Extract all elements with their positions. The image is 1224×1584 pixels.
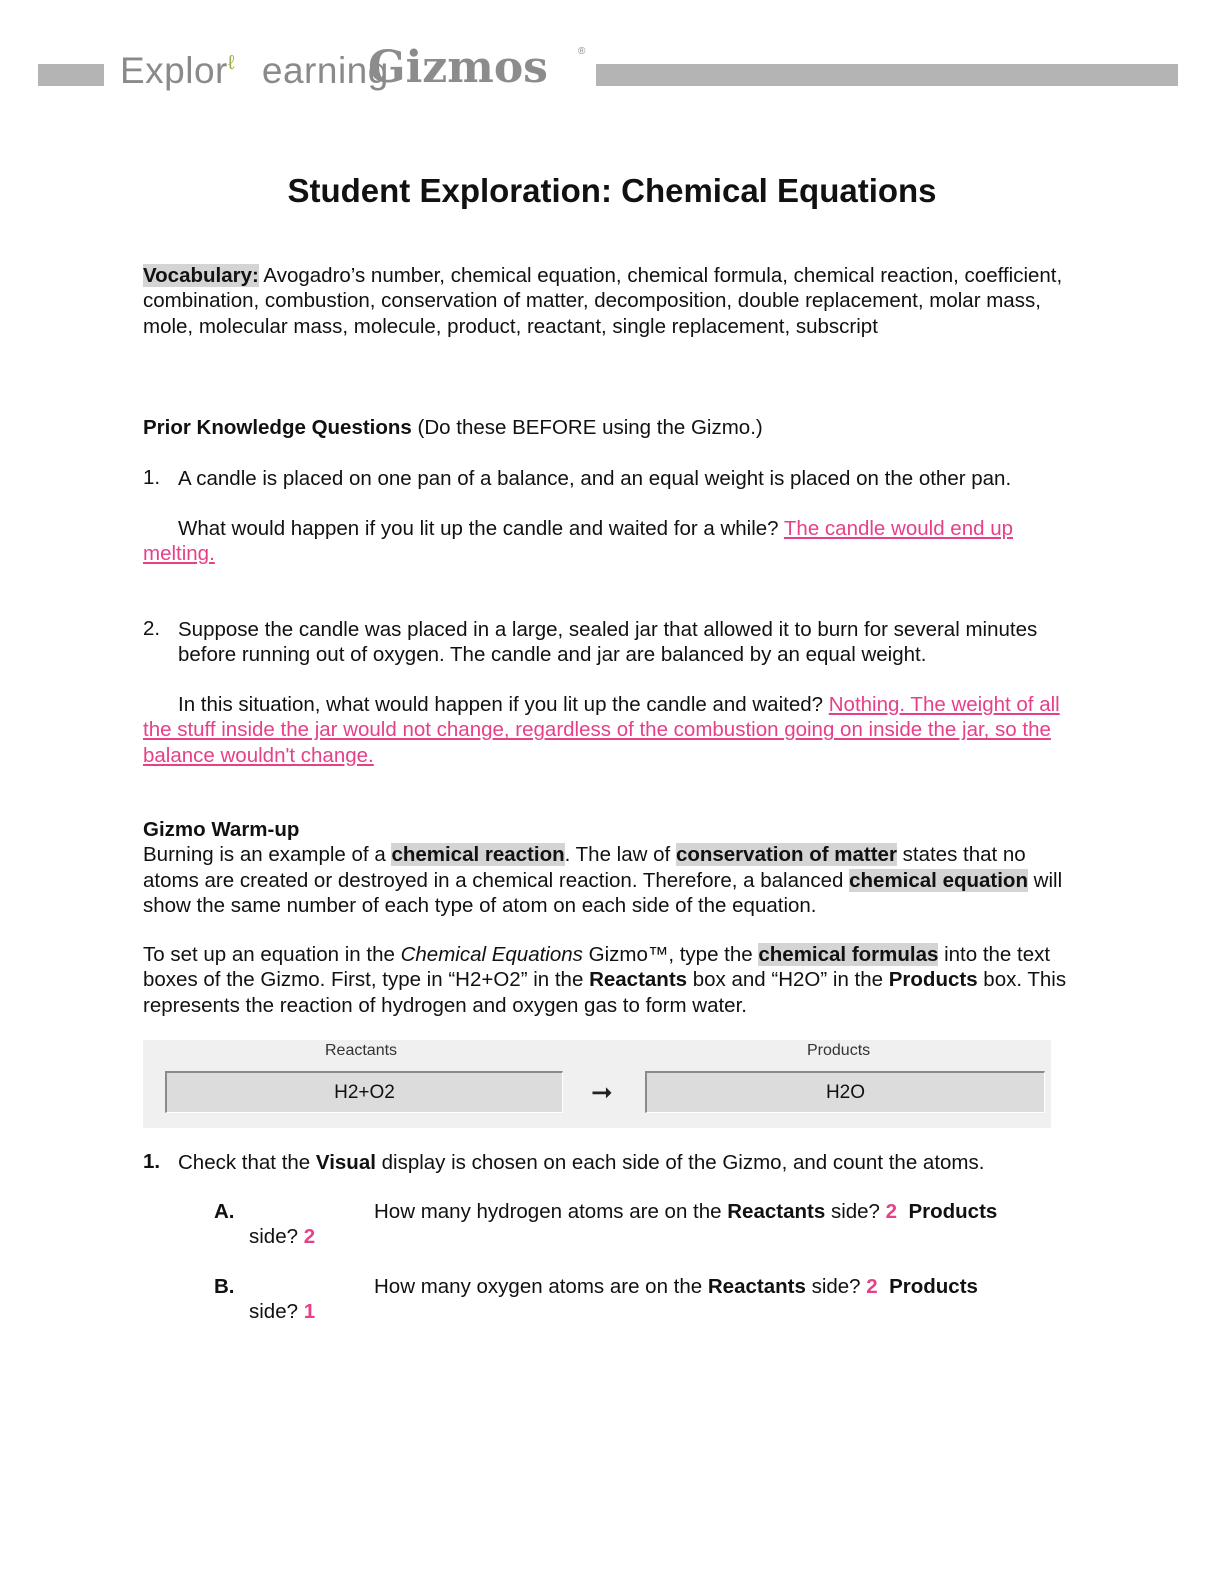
bold-term: Reactants bbox=[589, 968, 688, 992]
answer-value: 2 bbox=[885, 1200, 898, 1223]
question-2-prompt: In this situation, what would happen if … bbox=[178, 693, 824, 716]
question-text: display is chosen on each side of the Gi… bbox=[375, 1151, 985, 1174]
question-2-answer: Nothing. The weight of all the stuff ins… bbox=[143, 693, 1060, 767]
subquestion-letter: B. bbox=[214, 1275, 235, 1298]
question-text: side? bbox=[249, 1225, 304, 1248]
warmup-text: into the text boxes of the Gizmo. First,… bbox=[143, 943, 1051, 992]
bold-term: Reactants bbox=[707, 1275, 806, 1298]
reactants-label: Reactants bbox=[325, 1042, 398, 1059]
question-2-answer-block: In this situation, what would happen if … bbox=[143, 692, 1078, 768]
subquestion-a-text: How many hydrogen atoms are on the React… bbox=[374, 1200, 1074, 1224]
reaction-arrow-icon: ➞ bbox=[591, 1077, 613, 1107]
vocab-term: chemical equation bbox=[849, 868, 1028, 892]
warmup-text: states that no atoms are created or dest… bbox=[143, 843, 1026, 892]
bold-term: Products bbox=[889, 1275, 978, 1298]
brand-logo-gizmos: Gizmos bbox=[368, 42, 548, 93]
subquestion-a-text-cont: side? 2 bbox=[249, 1225, 315, 1249]
question-text: side? bbox=[805, 1275, 867, 1298]
bold-term: Reactants bbox=[727, 1200, 826, 1223]
leaf-icon: ℓ bbox=[228, 52, 235, 74]
prior-knowledge-heading: Prior Knowledge Questions bbox=[143, 416, 412, 439]
page-title: Student Exploration: Chemical Equations bbox=[287, 172, 937, 209]
warmup-text: To set up an equation in the bbox=[143, 943, 401, 966]
reactants-input[interactable]: H2+O2 bbox=[165, 1071, 563, 1113]
warmup-text: . The law of bbox=[564, 843, 676, 867]
bold-term: Visual bbox=[315, 1151, 376, 1174]
vocabulary-block: Vocabulary: Avogadro’s number, chemical … bbox=[143, 263, 1078, 339]
question-1-answer: The candle would end up melting. bbox=[143, 517, 1013, 566]
subquestion-b-text: How many oxygen atoms are on the Reactan… bbox=[374, 1275, 1074, 1299]
vocabulary-text: Avogadro’s number, chemical equation, ch… bbox=[143, 264, 1063, 338]
question-2-text: Suppose the candle was placed in a large… bbox=[178, 618, 1038, 667]
question-number: 2. bbox=[143, 617, 161, 640]
answer-value: 1 bbox=[303, 1300, 316, 1323]
products-input[interactable]: H2O bbox=[645, 1071, 1045, 1113]
bold-term: Products bbox=[908, 1200, 998, 1223]
question-1-prompt: What would happen if you lit up the cand… bbox=[178, 517, 779, 540]
warmup-text: box. This represents the reaction of hyd… bbox=[143, 968, 1067, 1017]
prior-knowledge-heading-row: Prior Knowledge Questions (Do these BEFO… bbox=[143, 415, 1078, 440]
answer-value: 2 bbox=[303, 1225, 316, 1248]
gizmo-name: Chemical Equations bbox=[400, 943, 583, 966]
gizmo-equation-panel: Reactants Products H2+O2 ➞ H2O bbox=[143, 1040, 1051, 1128]
question-number: 1. bbox=[143, 1150, 161, 1173]
question-text: How many hydrogen atoms are on the bbox=[374, 1200, 728, 1223]
vocab-term: chemical reaction bbox=[391, 843, 565, 867]
warmup-text: Burning is an example of a bbox=[143, 843, 392, 867]
warmup-heading: Gizmo Warm-up bbox=[143, 818, 300, 841]
warmup-instructions: To set up an equation in the Chemical Eq… bbox=[143, 942, 1078, 1018]
question-text: Check that the bbox=[178, 1151, 316, 1174]
vocab-term: conservation of matter bbox=[675, 843, 897, 867]
warmup-text: will show the same number of each type o… bbox=[143, 868, 1063, 917]
registered-mark: ® bbox=[578, 46, 586, 57]
vocabulary-label: Vocabulary: bbox=[143, 264, 259, 287]
question1-text: Check that the Visual display is chosen … bbox=[178, 1150, 1078, 1175]
warmup-text: Gizmo™, type the bbox=[582, 943, 759, 966]
warmup-text: box and “H2O” in the bbox=[687, 968, 889, 992]
question-1-text: A candle is placed on one pan of a balan… bbox=[178, 467, 1012, 490]
header-bar-right bbox=[596, 64, 1178, 86]
vocab-term: chemical formulas bbox=[758, 943, 939, 966]
question-1-answer-block: What would happen if you lit up the cand… bbox=[143, 516, 1078, 567]
bold-term: Products bbox=[888, 968, 978, 992]
question-text: side? bbox=[825, 1200, 886, 1223]
question-number: 1. bbox=[143, 466, 161, 489]
question-text: How many oxygen atoms are on the bbox=[374, 1275, 708, 1298]
subquestion-letter: A. bbox=[214, 1200, 235, 1223]
products-label: Products bbox=[807, 1042, 871, 1059]
prior-knowledge-note: (Do these BEFORE using the Gizmo.) bbox=[417, 416, 763, 439]
answer-value: 2 bbox=[866, 1275, 878, 1298]
header-bar-left bbox=[38, 64, 104, 86]
warmup-block: Gizmo Warm-up Burning is an example of a… bbox=[143, 817, 1078, 918]
subquestion-b-text-cont: side? 1 bbox=[249, 1300, 315, 1324]
question-text: side? bbox=[249, 1300, 304, 1323]
